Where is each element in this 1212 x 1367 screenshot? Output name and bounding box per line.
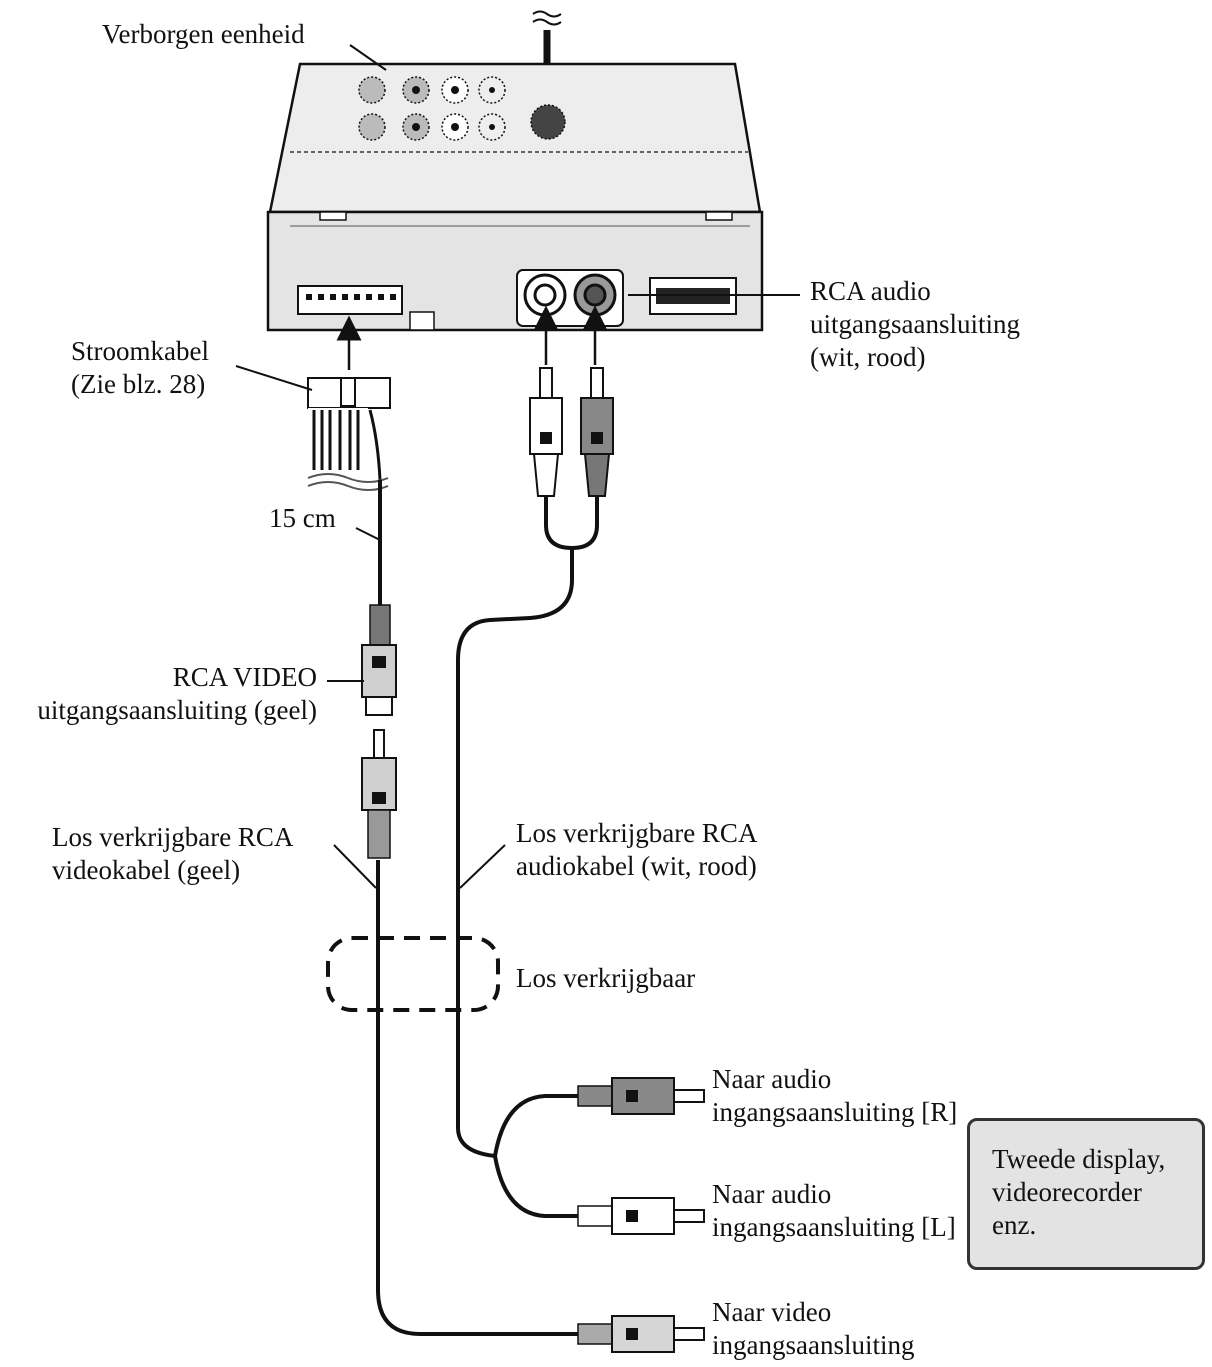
plug-audio-l: [577, 1197, 705, 1235]
label-hidden-unit: Verborgen eenheid: [102, 19, 305, 49]
top-cable: [532, 10, 562, 64]
sold-separately-box: [326, 936, 500, 1012]
label-length: 15 cm: [269, 503, 336, 533]
video-cable: [376, 480, 578, 1336]
plug-audio-r: [577, 1077, 705, 1115]
label-rca-audio-out: RCA audio uitgangsaansluiting (wit, rood…: [810, 276, 1020, 372]
rca-audio-output-jacks: [516, 269, 624, 327]
power-socket: [297, 285, 403, 315]
power-cable-connector: [307, 377, 391, 491]
label-audio-cable: Los verkrijgbare RCA audiokabel (wit, ro…: [516, 818, 758, 881]
label-video-cable: Los verkrijgbare RCA videokabel (geel): [52, 822, 294, 885]
second-display-box: Tweede display, videorecorder enz.: [967, 1118, 1205, 1270]
label-to-audio-l: Naar audio ingangsaansluiting [L]: [712, 1179, 956, 1242]
leader-lines: [235, 44, 800, 889]
label-power-cable: Stroomkabel (Zie blz. 28): [71, 336, 209, 399]
unit-top-sockets: [358, 76, 566, 141]
rca-video-output-plug: [361, 604, 397, 716]
rca-video-cable-plug: [361, 729, 397, 859]
label-sold-separately: Los verkrijgbaar: [516, 963, 696, 993]
audio-cable: [456, 496, 599, 1218]
connection-arrows: [336, 305, 608, 370]
label-rca-video-out: RCA VIDEO uitgangsaansluiting (geel): [37, 662, 317, 725]
label-to-video: Naar video ingangsaansluiting: [712, 1297, 915, 1360]
label-to-audio-r: Naar audio ingangsaansluiting [R]: [712, 1064, 958, 1127]
rca-audio-cable-plugs: [529, 367, 614, 497]
plug-video: [577, 1315, 705, 1353]
